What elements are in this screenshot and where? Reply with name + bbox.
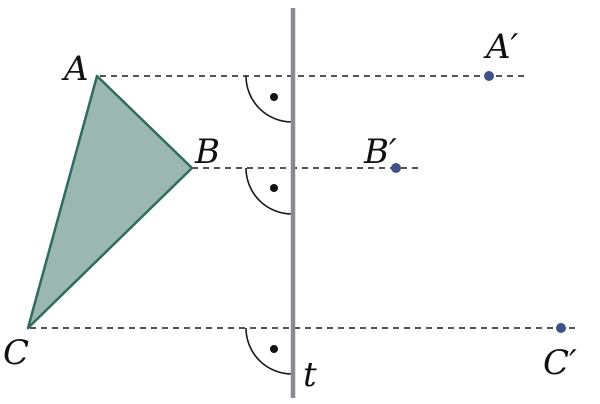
right-angle-marker-b <box>245 167 293 215</box>
label-b-prime: B′ <box>363 132 397 172</box>
label-axis-t: t <box>303 355 317 395</box>
right-angle-marker-a <box>245 75 293 123</box>
point-c-prime <box>556 323 566 333</box>
point-b-prime <box>391 163 401 173</box>
triangle-abc <box>26 74 194 330</box>
label-a-prime: A′ <box>483 27 519 67</box>
label-b: B <box>194 132 220 172</box>
point-a-prime <box>484 71 494 81</box>
right-angle-marker-c <box>245 327 293 375</box>
label-c-prime: C′ <box>543 343 577 383</box>
label-c: C <box>3 333 29 373</box>
label-a: A <box>61 49 89 89</box>
